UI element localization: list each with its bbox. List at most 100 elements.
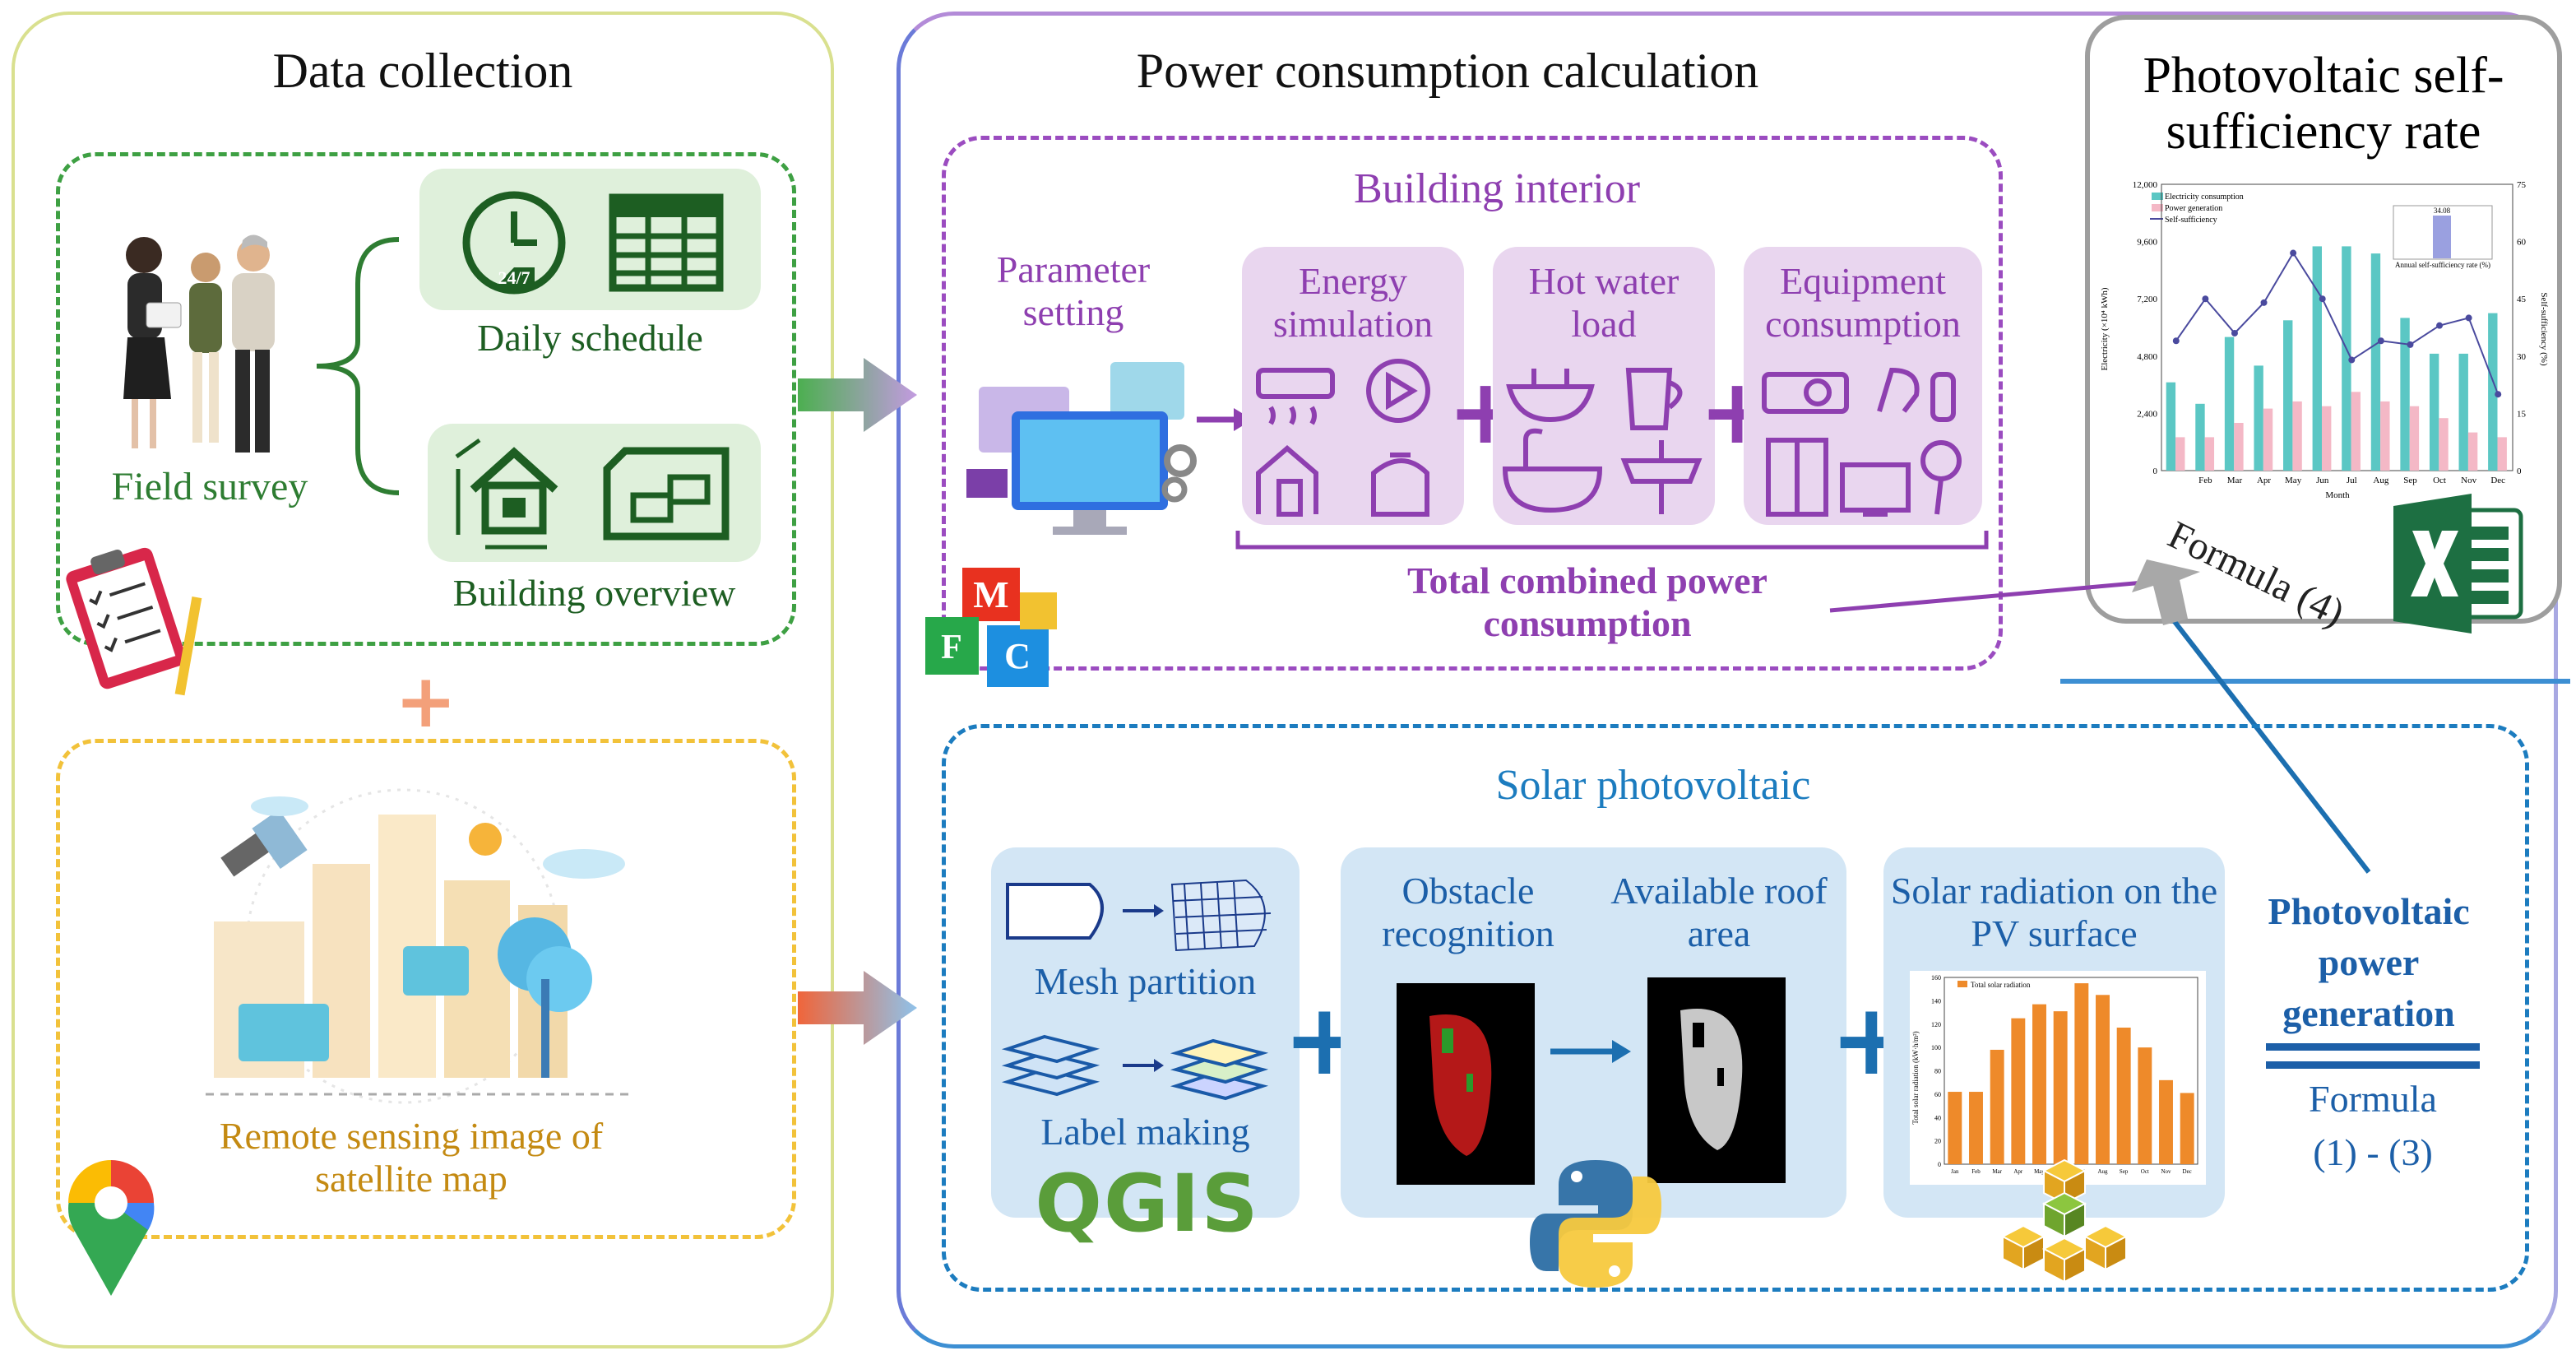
point-self-sufficiency — [2436, 322, 2444, 329]
solar-radiation-chart: Total solar radiation (kW·h/m²) Total so… — [1910, 971, 2206, 1185]
sr-chart-ylabel: Total solar radiation (kW·h/m²) — [1911, 1031, 1920, 1124]
sr-xtick: Oct — [2141, 1168, 2149, 1175]
logo-letter-m: M — [973, 573, 1008, 615]
point-self-sufficiency — [2348, 356, 2356, 364]
sr-ytick: 0 — [1938, 1161, 1941, 1168]
chart-xtick: Feb — [2198, 476, 2212, 485]
logo-letter-c: C — [1004, 636, 1031, 676]
bar-solar-radiation — [2074, 983, 2089, 1164]
solar-pv-title: Solar photovoltaic — [1495, 762, 1811, 809]
schedule-badge-text: 24/7 — [498, 267, 530, 288]
building-interior-title: Building interior — [1353, 165, 1641, 212]
daily-schedule-label: Daily schedule — [477, 317, 703, 359]
equals-bar-bottom — [2266, 1061, 2480, 1069]
legend-generation: Power generation — [2165, 204, 2222, 213]
point-self-sufficiency — [2465, 314, 2472, 322]
smart-city-illustration — [206, 788, 633, 1104]
legend-electricity: Electricity consumption — [2165, 193, 2244, 202]
bar-generation — [2263, 408, 2273, 471]
bar-generation — [2292, 401, 2302, 471]
bar-electricity — [2429, 353, 2439, 471]
house-dimension-icon — [455, 438, 558, 550]
point-self-sufficiency — [2290, 249, 2297, 257]
chart-xtick: Dec — [2490, 476, 2505, 485]
chart-ytick: 2,400 — [2137, 409, 2157, 419]
chart-ytick: 7,200 — [2137, 295, 2157, 304]
total-combined-label: Total combined power consumption — [1407, 559, 1768, 644]
hot-water-label: Hot water load — [1528, 260, 1679, 345]
sr-legend: Total solar radiation — [1971, 981, 2031, 989]
bar-electricity — [2166, 382, 2176, 471]
water-fixture-icons — [1502, 368, 1703, 514]
map-pin-icon — [68, 1160, 155, 1296]
chart-xtick: Sep — [2403, 476, 2417, 485]
point-self-sufficiency — [2172, 337, 2180, 345]
clipboard-icon — [66, 547, 202, 696]
bar-electricity — [2458, 353, 2468, 471]
chart-xtick: Oct — [2433, 476, 2446, 485]
solar-pv-box — [942, 724, 2529, 1292]
bar-generation — [2497, 437, 2507, 471]
remote-sensing-label: Remote sensing image of satellite map — [219, 1115, 604, 1200]
bar-solar-radiation — [2138, 1047, 2152, 1164]
computer-screens-illustration — [966, 362, 1197, 535]
bar-solar-radiation — [1969, 1092, 1983, 1164]
sr-xtick: Jan — [1951, 1168, 1959, 1175]
excel-icon — [2393, 494, 2523, 634]
survey-box — [56, 152, 796, 646]
bar-electricity — [2254, 365, 2263, 471]
data-collection-panel — [12, 12, 834, 1348]
bar-solar-radiation — [2053, 1011, 2068, 1164]
bar-generation — [2175, 437, 2185, 471]
pv-formula-label: Formula — [2309, 1078, 2437, 1120]
bar-electricity — [2488, 313, 2498, 471]
chart-xlabel: Month — [2325, 490, 2350, 500]
chart-y2tick: 60 — [2517, 238, 2527, 248]
chart-y2tick: 30 — [2517, 352, 2527, 362]
available-roof-image — [1647, 977, 1786, 1183]
bar-generation — [2439, 418, 2449, 471]
chart-ytick: 4,800 — [2137, 352, 2157, 362]
total-bracket — [1235, 531, 1989, 550]
spreadsheet-icon — [609, 193, 724, 292]
point-self-sufficiency — [2231, 329, 2238, 337]
sr-xtick: Feb — [1971, 1168, 1981, 1175]
clock-icon: 24/7 — [462, 191, 566, 295]
chart-xtick: Apr — [2257, 476, 2271, 485]
field-survey-label: Field survey — [111, 465, 308, 508]
equipment-icons — [1762, 367, 1962, 517]
chart-plot-frame — [2161, 183, 2513, 471]
power-consumption-title: Power consumption calculation — [1136, 44, 1759, 98]
chart-y2label: Self-sufficiency (%) — [2539, 292, 2549, 366]
bar-generation — [2380, 401, 2390, 471]
bar-generation — [2351, 392, 2361, 471]
bar-solar-radiation — [2159, 1079, 2173, 1164]
bar-solar-radiation — [2011, 1018, 2026, 1164]
sr-ytick: 40 — [1934, 1114, 1941, 1121]
legend-self-sufficiency: Self-sufficiency — [2165, 216, 2217, 225]
arrow-orange-blue — [798, 971, 917, 1045]
bar-electricity — [2224, 337, 2235, 471]
bar-electricity — [2283, 320, 2293, 471]
arrow-right-blue — [1550, 1040, 1631, 1063]
pv-generation-label: Photovoltaic power generation — [2268, 890, 2470, 1035]
sr-ytick: 80 — [1934, 1068, 1941, 1075]
sr-xtick: Dec — [2183, 1168, 2192, 1175]
chart-xtick: Aug — [2373, 476, 2388, 485]
chart-ytick: 9,600 — [2137, 238, 2157, 248]
bar-solar-radiation — [1990, 1049, 2004, 1164]
logo-letter-f: F — [941, 629, 962, 666]
layers-illustration — [1001, 1034, 1269, 1101]
chart-xtick: Jun — [2316, 476, 2329, 485]
bar-solar-radiation — [2032, 1004, 2046, 1164]
bar-solar-radiation — [1948, 1092, 1962, 1164]
point-self-sufficiency — [2377, 337, 2384, 345]
obstacle-recognition-image — [1397, 983, 1535, 1185]
pv-formula-ref: (1) - (3) — [2313, 1131, 2433, 1173]
point-self-sufficiency — [2202, 295, 2209, 303]
sr-ytick: 140 — [1931, 997, 1941, 1005]
chart-ytick: 12,000 — [2133, 180, 2158, 190]
bar-generation — [2409, 406, 2420, 471]
energy-simulation-label: Energy simulation — [1272, 260, 1434, 345]
connector-lines — [1829, 559, 2371, 874]
